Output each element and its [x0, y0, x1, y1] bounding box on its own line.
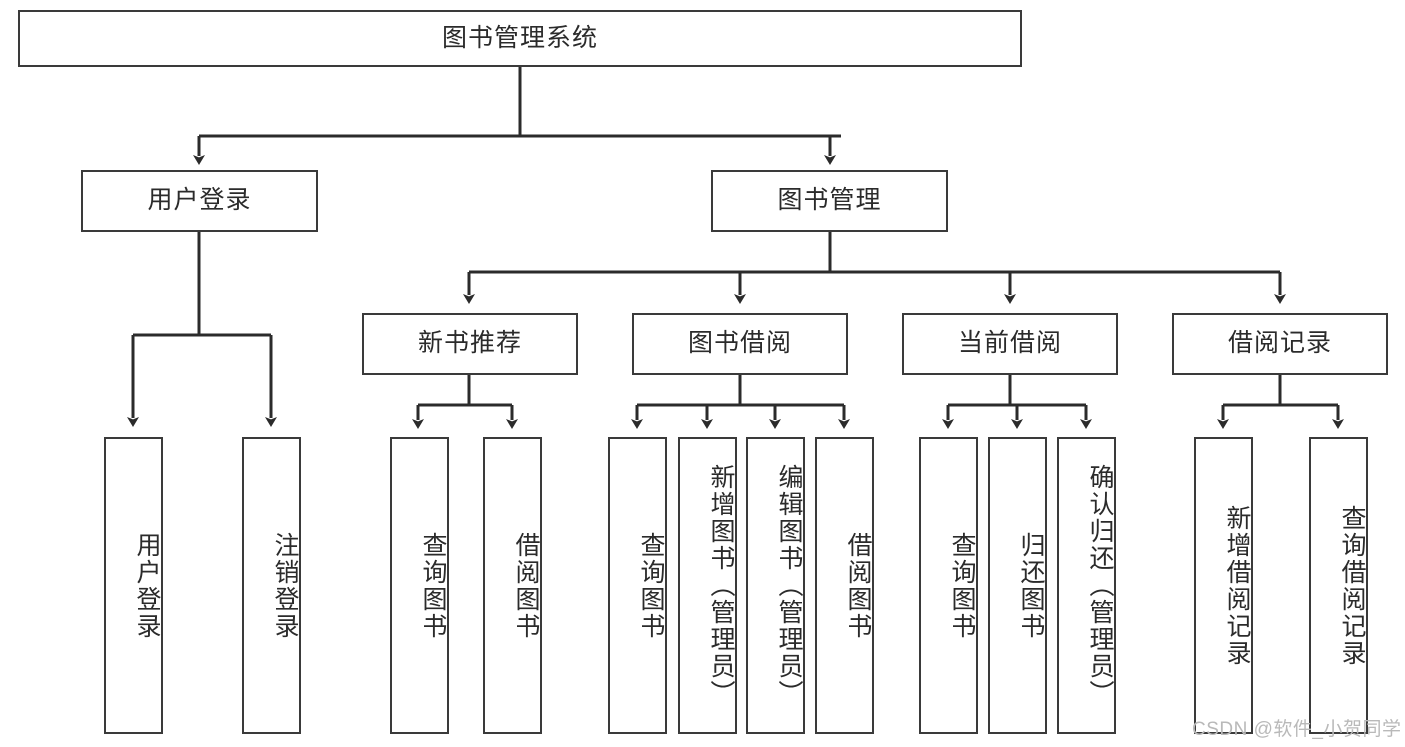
- node-user-login-label: 用户登录: [147, 186, 252, 215]
- leaf-query-book-current-label: 查询图书: [948, 531, 976, 640]
- node-book-borrow[interactable]: 图书借阅: [632, 313, 848, 375]
- leaf-confirm-return-admin[interactable]: 确认归还（管理员）: [1057, 437, 1116, 734]
- node-borrow-record[interactable]: 借阅记录: [1172, 313, 1388, 375]
- leaf-add-borrow-record-label: 新增借阅记录: [1223, 504, 1251, 667]
- leaf-query-book-current[interactable]: 查询图书: [919, 437, 978, 734]
- leaf-query-book-borrow-label: 查询图书: [637, 531, 665, 640]
- node-new-book-recommend-label: 新书推荐: [417, 329, 522, 358]
- leaf-borrow-book-recommend-label: 借阅图书: [512, 531, 540, 640]
- leaf-query-borrow-record[interactable]: 查询借阅记录: [1309, 437, 1368, 734]
- leaf-add-book-admin[interactable]: 新增图书（管理员）: [678, 437, 737, 734]
- node-book-management-label: 图书管理: [777, 186, 882, 215]
- leaf-add-borrow-record[interactable]: 新增借阅记录: [1194, 437, 1253, 734]
- leaf-logout[interactable]: 注销登录: [242, 437, 301, 734]
- leaf-borrow-book-label: 借阅图书: [844, 531, 872, 640]
- csdn-watermark: CSDN @软件_小贺同学: [1192, 719, 1402, 740]
- leaf-query-book-recommend[interactable]: 查询图书: [390, 437, 449, 734]
- node-book-borrow-label: 图书借阅: [687, 329, 792, 358]
- leaf-return-book-label: 归还图书: [1017, 531, 1045, 640]
- leaf-add-book-admin-label: 新增图书（管理员）: [707, 464, 735, 707]
- leaf-borrow-book-recommend[interactable]: 借阅图书: [483, 437, 542, 734]
- leaf-logout-label: 注销登录: [271, 531, 299, 640]
- leaf-borrow-book[interactable]: 借阅图书: [815, 437, 874, 734]
- leaf-query-borrow-record-label: 查询借阅记录: [1338, 504, 1366, 667]
- node-new-book-recommend[interactable]: 新书推荐: [362, 313, 578, 375]
- leaf-query-book-borrow[interactable]: 查询图书: [608, 437, 667, 734]
- node-current-borrow[interactable]: 当前借阅: [902, 313, 1118, 375]
- node-root-label: 图书管理系统: [441, 23, 598, 52]
- node-book-management[interactable]: 图书管理: [711, 170, 948, 232]
- leaf-return-book[interactable]: 归还图书: [988, 437, 1047, 734]
- leaf-query-book-recommend-label: 查询图书: [419, 531, 447, 640]
- node-borrow-record-label: 借阅记录: [1227, 329, 1332, 358]
- node-root[interactable]: 图书管理系统: [18, 10, 1022, 67]
- leaf-confirm-return-admin-label: 确认归还（管理员）: [1086, 464, 1114, 707]
- leaf-user-login-label: 用户登录: [133, 531, 161, 640]
- node-user-login[interactable]: 用户登录: [81, 170, 318, 232]
- leaf-user-login[interactable]: 用户登录: [104, 437, 163, 734]
- node-current-borrow-label: 当前借阅: [957, 329, 1062, 358]
- leaf-edit-book-admin[interactable]: 编辑图书（管理员）: [746, 437, 805, 734]
- leaf-edit-book-admin-label: 编辑图书（管理员）: [775, 464, 803, 707]
